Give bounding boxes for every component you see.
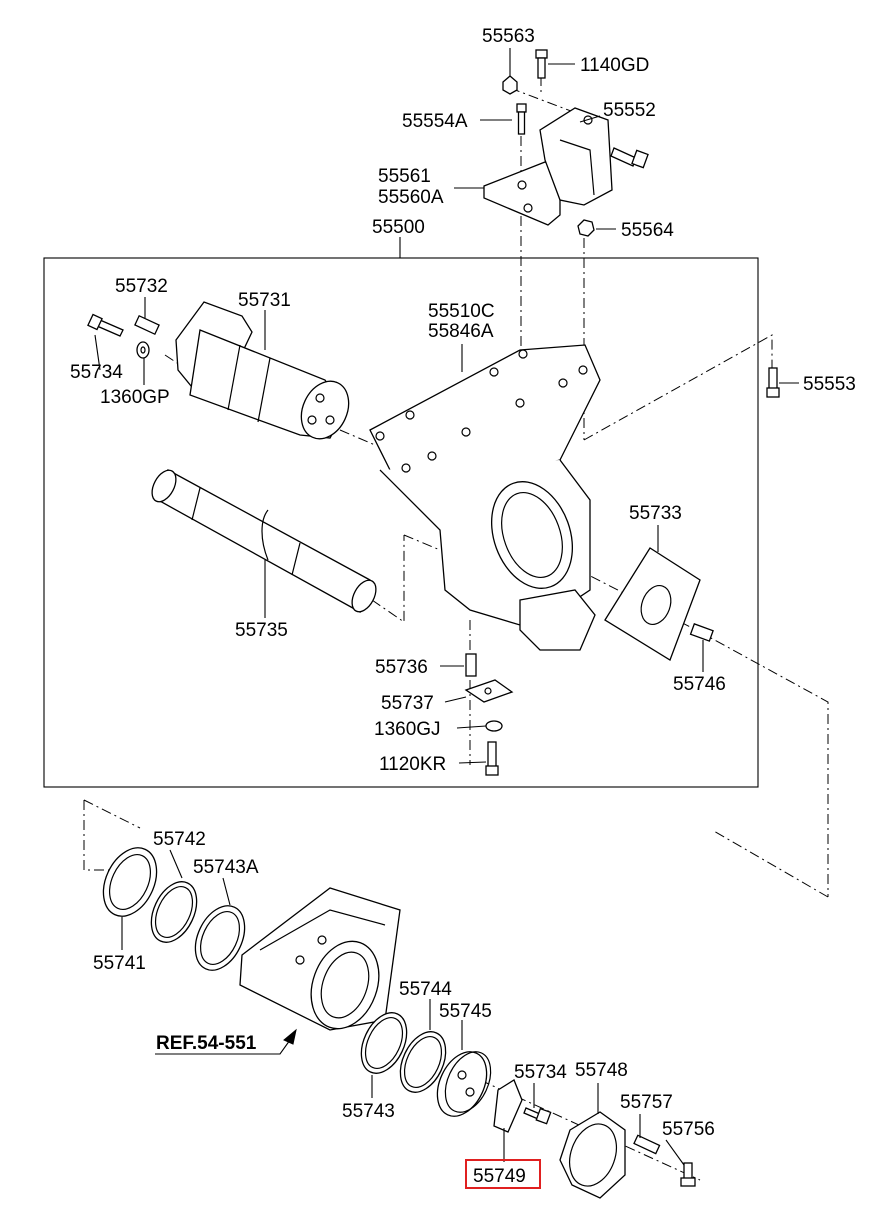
ring-55743: [360, 1012, 408, 1074]
label-55846a: 55846A: [428, 321, 494, 342]
label-55554a: 55554A: [402, 111, 468, 132]
bolt-55553: [766, 367, 780, 398]
part-labels: 55563 1140GD 55552 55554A 55561 55560A 5…: [70, 26, 856, 1187]
label-1140gd: 1140GD: [580, 55, 649, 76]
label-55563: 55563: [482, 26, 535, 47]
label-55748: 55748: [575, 1060, 628, 1081]
highlight-box: [465, 1159, 541, 1189]
label-55500: 55500: [372, 217, 425, 238]
reference-housing: [239, 887, 401, 1031]
cylinder-55731: [175, 301, 350, 440]
ring-55744: [399, 1031, 447, 1093]
mounting-bracket: [483, 107, 613, 226]
pin-55757: [633, 1134, 661, 1155]
label-55737: 55737: [381, 693, 434, 714]
label-55734-lower: 55734: [514, 1062, 567, 1083]
label-55735: 55735: [235, 620, 288, 641]
cover-55748: [559, 1111, 626, 1199]
bolt-55734-lower: [523, 1107, 552, 1125]
label-55736: 55736: [375, 657, 428, 678]
disc-55745: [436, 1051, 492, 1117]
label-55743a: 55743A: [193, 857, 259, 878]
label-55731: 55731: [238, 290, 291, 311]
main-housing: [369, 344, 601, 651]
label-55733: 55733: [629, 503, 682, 524]
bracket-55749: [493, 1079, 523, 1133]
shaft-55735: [151, 469, 377, 613]
label-1120kr: 1120KR: [379, 754, 446, 775]
ring-55741: [102, 847, 158, 917]
label-55553: 55553: [803, 374, 856, 395]
pin-55736: [465, 653, 477, 677]
label-55756: 55756: [662, 1119, 715, 1140]
plate-55737: [464, 679, 514, 703]
label-55734: 55734: [70, 362, 123, 383]
label-55745: 55745: [439, 1001, 492, 1022]
pin-55746: [689, 623, 714, 642]
washer-1360gp: [136, 341, 150, 359]
label-55743: 55743: [342, 1101, 395, 1122]
washer-1360gj: [485, 720, 503, 732]
label-55742: 55742: [153, 829, 206, 850]
bolt-55552: [610, 147, 649, 169]
bolt-1120kr: [485, 741, 499, 776]
assembly-frame: [43, 257, 759, 788]
label-55741: 55741: [93, 953, 146, 974]
label-55749: 55749: [473, 1166, 526, 1187]
label-55564: 55564: [621, 220, 674, 241]
label-1360gj: 1360GJ: [374, 719, 441, 740]
label-55561: 55561: [378, 166, 431, 187]
bolt-55734: [87, 313, 124, 337]
label-55560a: 55560A: [378, 187, 444, 208]
label-55746: 55746: [673, 674, 726, 695]
pin-55732: [134, 314, 160, 336]
label-1360gp: 1360GP: [100, 387, 170, 408]
bolt-1140gd: [535, 49, 548, 79]
nut-55563: [502, 75, 518, 95]
label-55510c: 55510C: [428, 301, 495, 322]
label-55744: 55744: [399, 979, 452, 1000]
ring-55743a: [194, 905, 246, 971]
ring-55742: [150, 881, 198, 943]
bolt-55554a: [516, 103, 527, 135]
nut-55564: [577, 219, 595, 237]
bolt-55756: [680, 1162, 696, 1187]
label-55552: 55552: [603, 100, 656, 121]
gasket-55733: [604, 547, 701, 661]
leader-lines: [94, 48, 799, 1166]
label-ref: REF.54-551: [156, 1033, 257, 1054]
label-55732: 55732: [115, 276, 168, 297]
label-55757: 55757: [620, 1092, 673, 1113]
